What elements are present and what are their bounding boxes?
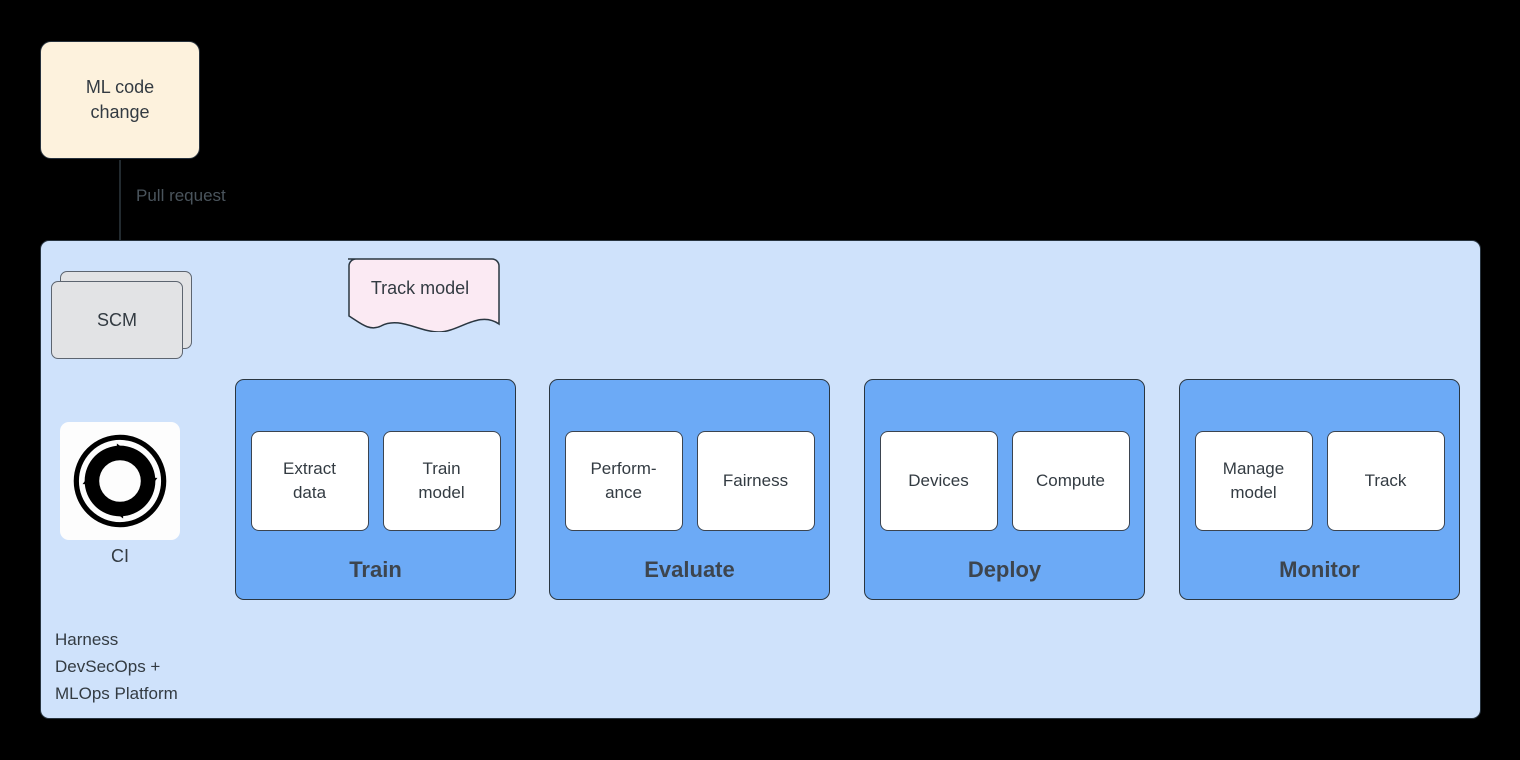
card-performance[interactable]: Perform- ance	[564, 431, 683, 531]
stage-deploy-title: Deploy	[967, 557, 1042, 582]
ci-label: CI	[111, 546, 129, 566]
scm-label: SCM	[97, 309, 137, 330]
stage-evaluate-title: Evaluate	[644, 557, 735, 582]
card-fairness[interactable]: Fairness	[696, 431, 815, 531]
stage-train-cards: Extract data Train model	[236, 431, 515, 531]
stage-evaluate[interactable]: Perform- ance Fairness Evaluate	[549, 379, 830, 600]
stage-monitor-cards: Manage model Track	[1180, 431, 1459, 531]
stage-evaluate-cards: Perform- ance Fairness	[550, 431, 829, 531]
card-train-model[interactable]: Train model	[382, 431, 501, 531]
stage-deploy-cards: Devices Compute	[865, 431, 1144, 531]
stage-deploy[interactable]: Devices Compute Deploy	[864, 379, 1145, 600]
stage-train[interactable]: Extract data Train model Train	[235, 379, 516, 600]
ml-code-change-node[interactable]: ML code change	[40, 41, 200, 159]
ci-circular-arrows-icon	[73, 434, 167, 528]
card-compute[interactable]: Compute	[1011, 431, 1130, 531]
card-extract-data[interactable]: Extract data	[250, 431, 369, 531]
card-manage-model[interactable]: Manage model	[1194, 431, 1313, 531]
track-model-note[interactable]: Track model	[340, 258, 500, 333]
card-devices[interactable]: Devices	[879, 431, 998, 531]
ci-node[interactable]	[60, 422, 180, 540]
stage-train-title: Train	[349, 557, 402, 582]
scm-node[interactable]: SCM	[51, 271, 192, 359]
ml-code-change-label: ML code change	[85, 77, 155, 122]
stage-monitor-title: Monitor	[1279, 557, 1360, 582]
note-shape-icon	[348, 258, 500, 333]
pull-request-edge-label: Pull request	[136, 186, 226, 205]
track-model-label: Track model	[370, 277, 470, 298]
scm-stack-front-layer: SCM	[51, 281, 183, 359]
card-track[interactable]: Track	[1326, 431, 1445, 531]
stage-monitor[interactable]: Manage model Track Monitor	[1179, 379, 1460, 600]
platform-caption: Harness DevSecOps + MLOps Platform	[55, 630, 178, 703]
